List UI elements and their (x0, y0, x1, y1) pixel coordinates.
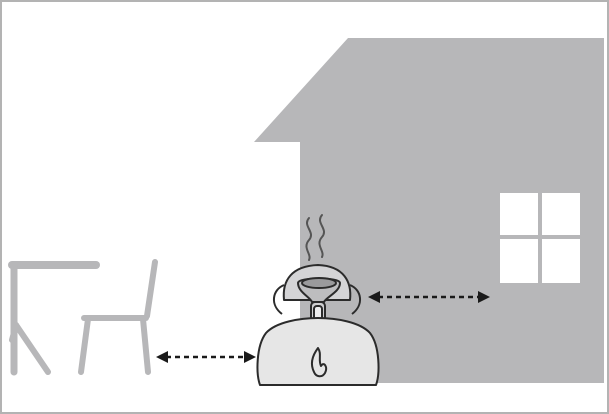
double-arrow-icon (156, 351, 256, 363)
table-icon (8, 261, 100, 376)
flame-icon (310, 347, 328, 378)
steam-icon (305, 214, 325, 261)
chair-icon (78, 259, 158, 375)
patio-heater-icon (256, 214, 380, 386)
window-icon (500, 193, 580, 283)
double-arrow-icon (368, 291, 490, 303)
